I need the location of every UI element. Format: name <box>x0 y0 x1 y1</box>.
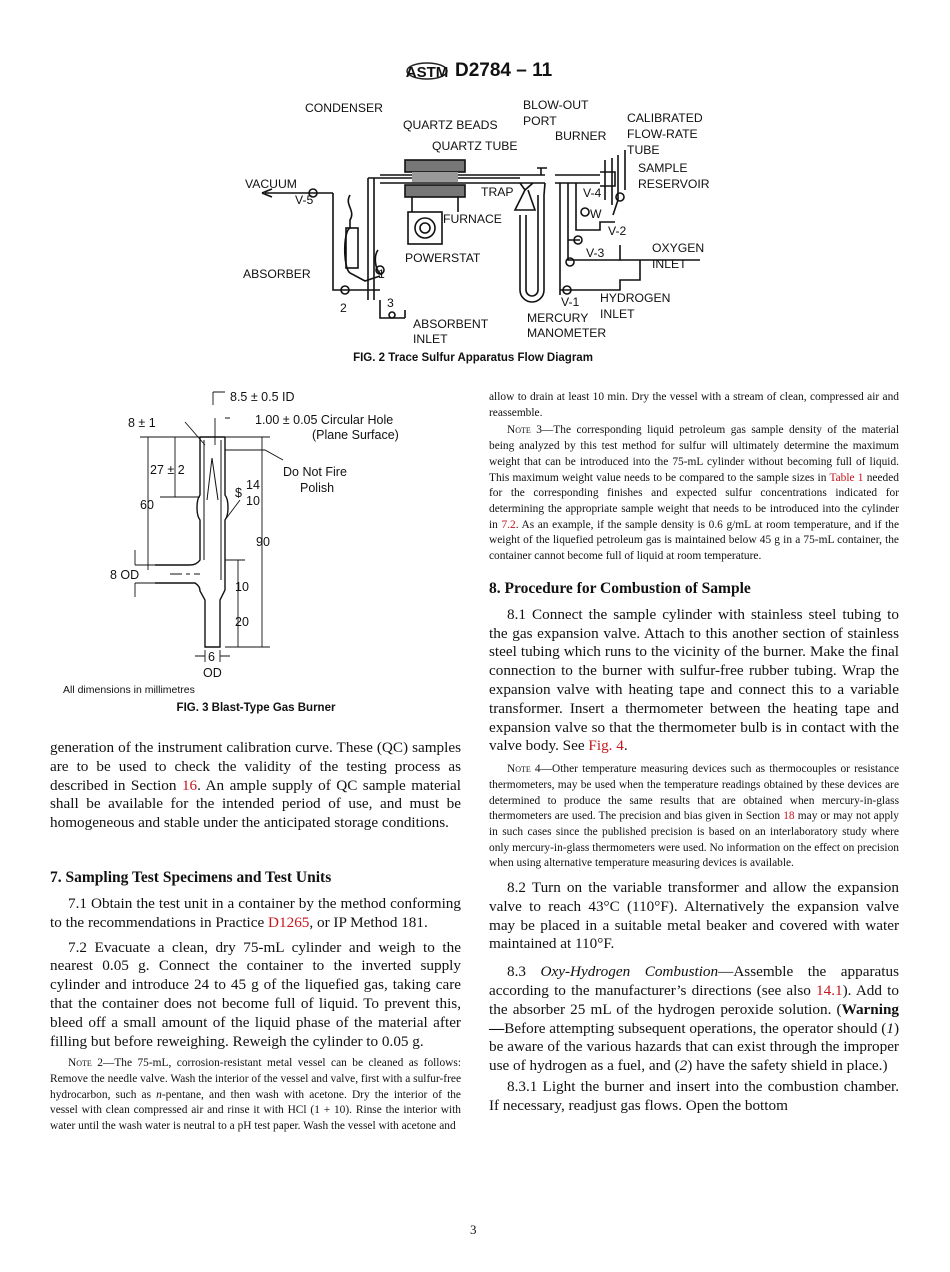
label-w: W <box>590 207 602 221</box>
dim-27: 27 ± 2 <box>150 463 185 477</box>
section-7-2-link[interactable]: 7.2 <box>501 518 516 531</box>
dim-6: 6 <box>208 650 215 664</box>
label-port: PORT <box>523 114 557 128</box>
label-v2: V-2 <box>608 224 627 238</box>
section-14-1-link[interactable]: 14.1 <box>816 982 843 1000</box>
fig3-burner-drawing <box>134 391 284 662</box>
section-16-link[interactable]: 16 <box>181 776 198 794</box>
label-v4: V-4 <box>583 186 602 200</box>
label-3: 3 <box>387 296 394 310</box>
label-absorbent-inlet: INLET <box>413 332 448 346</box>
label-absorbent: ABSORBENT <box>413 317 489 331</box>
section-18-link[interactable]: 18 <box>783 810 795 823</box>
paragraph-qc-samples: generation of the instrument calibration… <box>50 739 462 832</box>
table-1-link[interactable]: Table 1 <box>829 471 864 484</box>
label-hydrogen: HYDROGEN <box>600 291 670 305</box>
fig3-labels: 8.5 ± 0.5 ID 8 ± 1 1.00 ± 0.05 Circular … <box>63 390 399 696</box>
note-3: Note 3—The corresponding liquid petroleu… <box>489 424 899 563</box>
dim-90: 90 <box>256 535 270 549</box>
fig2-apparatus-drawing <box>261 150 700 319</box>
dim-10: 10 <box>235 580 249 594</box>
paragraph-8-2: 8.2 Turn on the variable transformer and… <box>489 879 899 953</box>
page-header: ASTM D2784 – 11 <box>405 56 552 86</box>
paragraph-8-1: 8.1 Connect the sample cylinder with sta… <box>489 605 899 755</box>
label-oxygen-inlet: INLET <box>652 257 687 271</box>
label-2: 2 <box>340 301 347 315</box>
joint-symbol: $ <box>235 486 242 500</box>
label-flow-rate: FLOW-RATE <box>627 127 698 141</box>
label-condenser: CONDENSER <box>305 101 383 115</box>
d1265-link[interactable]: D1265 <box>268 913 310 931</box>
note-2: Note 2—The 75-mL, corrosion-resistant me… <box>50 1057 461 1133</box>
svg-text:ASTM: ASTM <box>406 64 449 81</box>
paragraph-7-2: 7.2 Evacuate a clean, dry 75-mL cylinder… <box>50 938 461 1050</box>
joint-top: 14 <box>246 478 260 492</box>
note-polish: Polish <box>300 481 334 495</box>
label-absorber: ABSORBER <box>243 267 311 281</box>
label-hydrogen-inlet: INLET <box>600 307 635 321</box>
left-column: generation of the instrument calibration… <box>50 739 461 1135</box>
section-8-heading: 8. Procedure for Combustion of Sample <box>489 579 751 597</box>
dim-plane: (Plane Surface) <box>312 428 399 442</box>
section-7-heading: 7. Sampling Test Specimens and Test Unit… <box>50 868 332 886</box>
label-powerstat: POWERSTAT <box>405 251 481 265</box>
label-reservoir: RESERVOIR <box>638 177 710 191</box>
joint-bottom: 10 <box>246 494 260 508</box>
dim-top: 8 ± 1 <box>128 416 156 430</box>
label-burner: BURNER <box>555 129 607 143</box>
label-blowout: BLOW-OUT <box>523 98 589 112</box>
note-4: Note 4—Other temperature measuring devic… <box>489 763 899 870</box>
label-quartz-beads: QUARTZ BEADS <box>403 118 498 132</box>
fig2-caption: FIG. 2 Trace Sulfur Apparatus Flow Diagr… <box>353 352 593 364</box>
astm-logo: ASTM <box>406 62 449 81</box>
designation: D2784 – 11 <box>455 60 553 81</box>
label-tube: TUBE <box>627 143 660 157</box>
label-mercury: MERCURY <box>527 311 588 325</box>
label-v3: V-3 <box>586 246 605 260</box>
label-manometer: MANOMETER <box>527 326 606 340</box>
paragraph-note2-continued: allow to drain at least 10 min. Dry the … <box>489 391 899 419</box>
paragraph-8-3: 8.3 Oxy-Hydrogen Combustion—Assemble the… <box>489 963 899 1075</box>
label-vacuum: VACUUM <box>245 177 297 191</box>
label-sample: SAMPLE <box>638 161 687 175</box>
fig2-labels: CONDENSER QUARTZ BEADS QUARTZ TUBE BLOW-… <box>243 98 710 346</box>
label-furnace: FURNACE <box>443 212 502 226</box>
dim-od: OD <box>203 666 222 680</box>
dim-60: 60 <box>140 498 154 512</box>
label-oxygen: OXYGEN <box>652 241 704 255</box>
label-v5: V-5 <box>295 193 314 207</box>
paragraph-8-3-1: 8.3.1 Light the burner and insert into t… <box>489 1078 899 1114</box>
page-number: 3 <box>470 1222 477 1237</box>
label-v1: V-1 <box>561 295 580 309</box>
fig3-units-note: All dimensions in millimetres <box>63 684 195 696</box>
right-column: allow to drain at least 10 min. Dry the … <box>489 390 899 1116</box>
fig-4-link[interactable]: Fig. 4 <box>588 737 624 755</box>
dim-8-od: 8 OD <box>110 568 139 582</box>
label-calibrated: CALIBRATED <box>627 111 703 125</box>
fig3-caption: FIG. 3 Blast-Type Gas Burner <box>176 702 336 714</box>
label-1: 1 <box>378 267 385 281</box>
dim-20: 20 <box>235 615 249 629</box>
label-trap: TRAP <box>481 185 514 199</box>
dim-id: 8.5 ± 0.5 ID <box>230 390 295 404</box>
label-quartz-tube: QUARTZ TUBE <box>432 139 518 153</box>
paragraph-7-1: 7.1 Obtain the test unit in a container … <box>50 894 461 931</box>
dim-hole: 1.00 ± 0.05 Circular Hole <box>255 413 393 427</box>
note-do-not-fire: Do Not Fire <box>283 465 347 479</box>
